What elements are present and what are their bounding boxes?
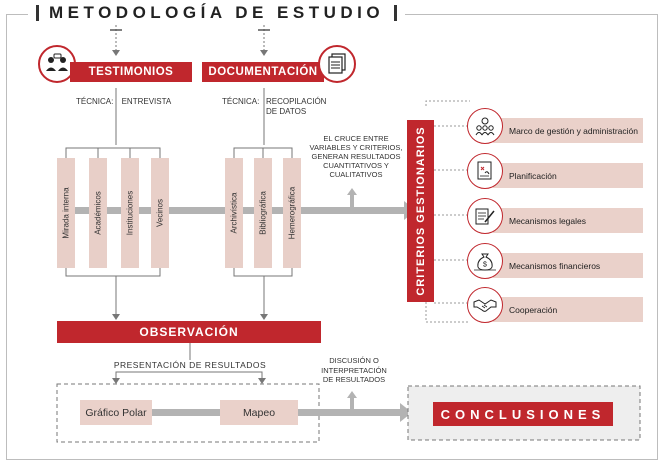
page-title: METODOLOGÍA DE ESTUDIO: [49, 3, 385, 22]
results-flow-arrow-body: [298, 409, 402, 416]
criterio-circle-planificacion: [467, 153, 503, 189]
bracket-testimonios: [65, 147, 161, 158]
title-right-bar: [394, 5, 398, 21]
svg-text:$: $: [483, 262, 487, 269]
mapeo-box: Mapeo: [220, 400, 298, 425]
criterio-label: Planificación: [509, 170, 557, 181]
title-block: METODOLOGÍA DE ESTUDIO: [28, 2, 406, 24]
column-label: Mirada interna: [61, 187, 71, 239]
discusion-up-arrowhead: [347, 391, 357, 398]
bracket-documentacion-bottom: [233, 268, 293, 277]
criterio-circle-cooperacion: [467, 287, 503, 323]
documentacion-technique-value-2: DE DATOS: [266, 107, 307, 116]
discusion-note: DISCUSIÓN O INTERPRETACIÓN DE RESULTADOS: [318, 356, 390, 385]
arrowhead-mapeo: [258, 378, 266, 384]
bracket-testimonios-bottom: [65, 268, 161, 277]
column-vecinos: Vecinos: [151, 158, 169, 268]
column-label: Vecinos: [155, 198, 165, 228]
criterio-label: Mecanismos financieros: [509, 260, 601, 271]
grafico-mapeo-arrow: [152, 409, 222, 416]
criterio-circle-financieros: $: [467, 243, 503, 279]
documentacion-icon-circle: [318, 45, 356, 83]
cruce-up-arrowhead: [347, 188, 357, 195]
criterios-dash-top: [425, 100, 470, 106]
column-mirada-interna: Mirada interna: [57, 158, 75, 268]
column-label: Hemerográfica: [287, 186, 297, 240]
observacion-label: OBSERVACIÓN: [139, 325, 239, 339]
cruce-note-line: EL CRUCE ENTRE: [323, 134, 389, 143]
column-hemerografica: Hemerográfica: [283, 158, 301, 268]
conclusiones-label: CONCLUSIONES: [440, 406, 606, 422]
documents-icon: [328, 53, 346, 74]
conclusiones-bar: CONCLUSIONES: [433, 402, 613, 426]
cruce-note-line: CUANTITATIVOS Y: [323, 161, 389, 170]
cruce-note-line: GENERAN RESULTADOS: [311, 152, 401, 161]
criterio-label: Mecanismos legales: [509, 215, 587, 226]
arrowhead-testimonios-top: [112, 50, 120, 56]
results-flow-arrowhead: [400, 403, 412, 422]
interview-icon: [46, 53, 68, 71]
column-academicos: Académicos: [89, 158, 107, 268]
column-label: Archivística: [229, 192, 239, 234]
criterio-item-cooperacion: Cooperación: [493, 297, 643, 322]
arrowhead-observacion-right: [260, 314, 268, 320]
criterio-item-legales: Mecanismos legales: [493, 208, 643, 233]
criterio-label: Cooperación: [509, 304, 558, 315]
criterio-item-planificacion: Planificación: [493, 163, 643, 188]
cruce-note-line: VARIABLES Y CRITERIOS,: [309, 143, 403, 152]
grafico-polar-box: Gráfico Polar: [80, 400, 152, 425]
documentacion-technique-value-1: RECOPILACIÓN: [266, 97, 327, 106]
testimonios-technique-value: ENTREVISTA: [121, 97, 172, 106]
discusion-note-line: DE RESULTADOS: [322, 375, 386, 384]
documentacion-bar: DOCUMENTACIÓN: [202, 62, 324, 82]
arrowhead-documentacion-top: [260, 50, 268, 56]
testimonios-bar: TESTIMONIOS: [70, 62, 192, 82]
mapeo-label: Mapeo: [242, 406, 276, 419]
bracket-results: [115, 371, 263, 380]
money-bag-icon: $: [474, 253, 496, 271]
documentacion-technique: TÉCNICA: RECOPILACIÓN DE DATOS: [222, 97, 326, 116]
column-label: Bibliográfica: [258, 191, 268, 235]
testimonios-technique: TÉCNICA: ENTREVISTA: [76, 97, 171, 107]
arrowhead-grafico: [112, 378, 120, 384]
cruce-note: EL CRUCE ENTRE VARIABLES Y CRITERIOS, GE…: [306, 134, 406, 179]
testimonios-label: TESTIMONIOS: [88, 66, 174, 78]
grafico-polar-label: Gráfico Polar: [85, 406, 147, 419]
observacion-bar: OBSERVACIÓN: [57, 321, 321, 343]
criterio-label: Marco de gestión y administración: [509, 125, 638, 136]
arrowhead-observacion-left: [112, 314, 120, 320]
title-left-bar: [36, 5, 39, 21]
documentacion-label: DOCUMENTACIÓN: [208, 66, 318, 78]
handshake-icon: [473, 299, 497, 312]
criterio-item-gestion: Marco de gestión y administración: [493, 118, 643, 143]
criterios-dash-bottom: [425, 298, 470, 323]
criterio-item-financieros: Mecanismos financieros: [493, 253, 643, 278]
discusion-note-line: DISCUSIÓN O: [329, 356, 379, 365]
testimonios-icon-circle: [38, 45, 76, 83]
column-instituciones: Instituciones: [121, 158, 139, 268]
plan-document-icon: [477, 161, 492, 180]
column-label: Instituciones: [125, 190, 135, 236]
team-icon: [475, 117, 495, 136]
criterio-circle-gestion: [467, 108, 503, 144]
criterios-label: CRITERIOS GESTIONARIOS: [414, 126, 427, 296]
column-bibliografica: Bibliográfica: [254, 158, 272, 268]
criterios-bar: CRITERIOS GESTIONARIOS: [407, 120, 434, 302]
presentacion-label: PRESENTACIÓN DE RESULTADOS: [112, 360, 268, 370]
discusion-note-line: INTERPRETACIÓN: [321, 365, 387, 375]
cruce-note-line: CUALITATIVOS: [329, 170, 383, 179]
legal-document-icon: [475, 208, 495, 225]
column-label: Académicos: [93, 191, 103, 235]
testimonios-technique-label: TÉCNICA:: [76, 97, 114, 106]
documentacion-technique-label: TÉCNICA:: [222, 97, 260, 106]
column-archivistica: Archivística: [225, 158, 243, 268]
criterio-circle-legales: [467, 198, 503, 234]
